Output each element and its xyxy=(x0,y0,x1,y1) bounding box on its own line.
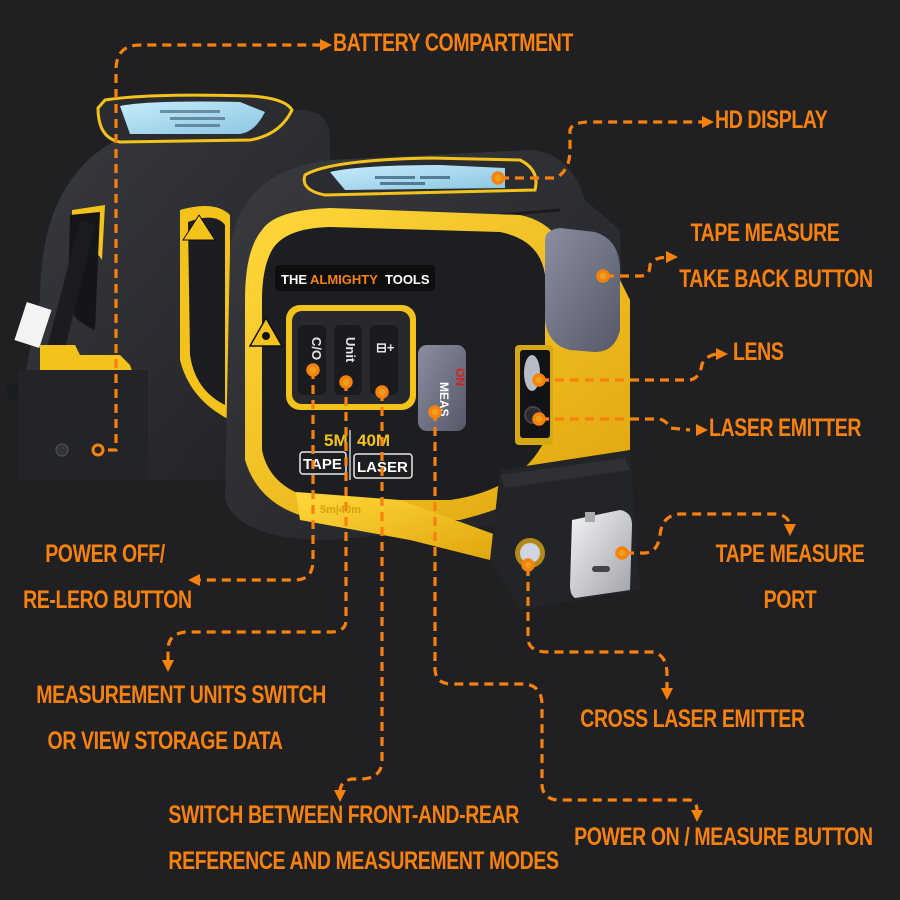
mode-button[interactable]: ⊟+ xyxy=(370,325,398,395)
svg-text:ON: ON xyxy=(453,368,467,386)
lens-window xyxy=(515,345,553,445)
power-off-button[interactable]: C/O xyxy=(298,325,326,395)
callout-power-on-measure: POWER ON / MEASURE BUTTON xyxy=(574,823,873,851)
on-measure-button[interactable]: ON MEAS xyxy=(418,345,467,431)
callout-laser-emitter: LASER EMITTER xyxy=(709,414,862,442)
tape-hook xyxy=(570,510,632,598)
callout-power-off-rezero: POWER OFF/ RE-LERO BUTTON xyxy=(23,540,192,614)
callout-tape-measure-port: TAPE MEASURE PORT xyxy=(715,540,865,614)
brand-prefix: THE xyxy=(281,272,307,287)
tape-spec: 5M xyxy=(324,431,348,450)
svg-text:C/O: C/O xyxy=(309,337,324,360)
brand-name: ALMIGHTY xyxy=(310,272,378,287)
callout-hd-display: HD DISPLAY xyxy=(715,106,828,134)
svg-text:⊟+: ⊟+ xyxy=(376,340,395,355)
svg-text:Unit: Unit xyxy=(343,337,358,363)
brand-suffix: TOOLS xyxy=(385,272,430,287)
cross-laser-port xyxy=(515,538,545,568)
leader-lines xyxy=(91,39,796,822)
callout-lens: LENS xyxy=(733,338,784,366)
laser-warning-icon xyxy=(248,316,284,347)
side-emboss: 5m|40m xyxy=(320,504,361,516)
callout-battery-compartment: BATTERY COMPARTMENT xyxy=(333,29,573,57)
brand-logo xyxy=(275,265,435,291)
take-back-button[interactable] xyxy=(545,228,620,352)
callout-cross-laser-emitter: CROSS LASER EMITTER xyxy=(580,705,805,733)
laser-spec: 40M xyxy=(357,431,390,450)
callout-units-switch: MEASUREMENT UNITS SWITCH OR VIEW STORAGE… xyxy=(36,681,326,755)
svg-text:MEAS: MEAS xyxy=(437,382,451,417)
tape-label: TAPE xyxy=(303,456,342,473)
callout-tape-take-back-button: TAPE MEASURE TAKE BACK BUTTON xyxy=(679,219,873,293)
callout-reference-mode-switch: SWITCH BETWEEN FRONT-AND-REAR REFERENCE … xyxy=(168,801,559,875)
